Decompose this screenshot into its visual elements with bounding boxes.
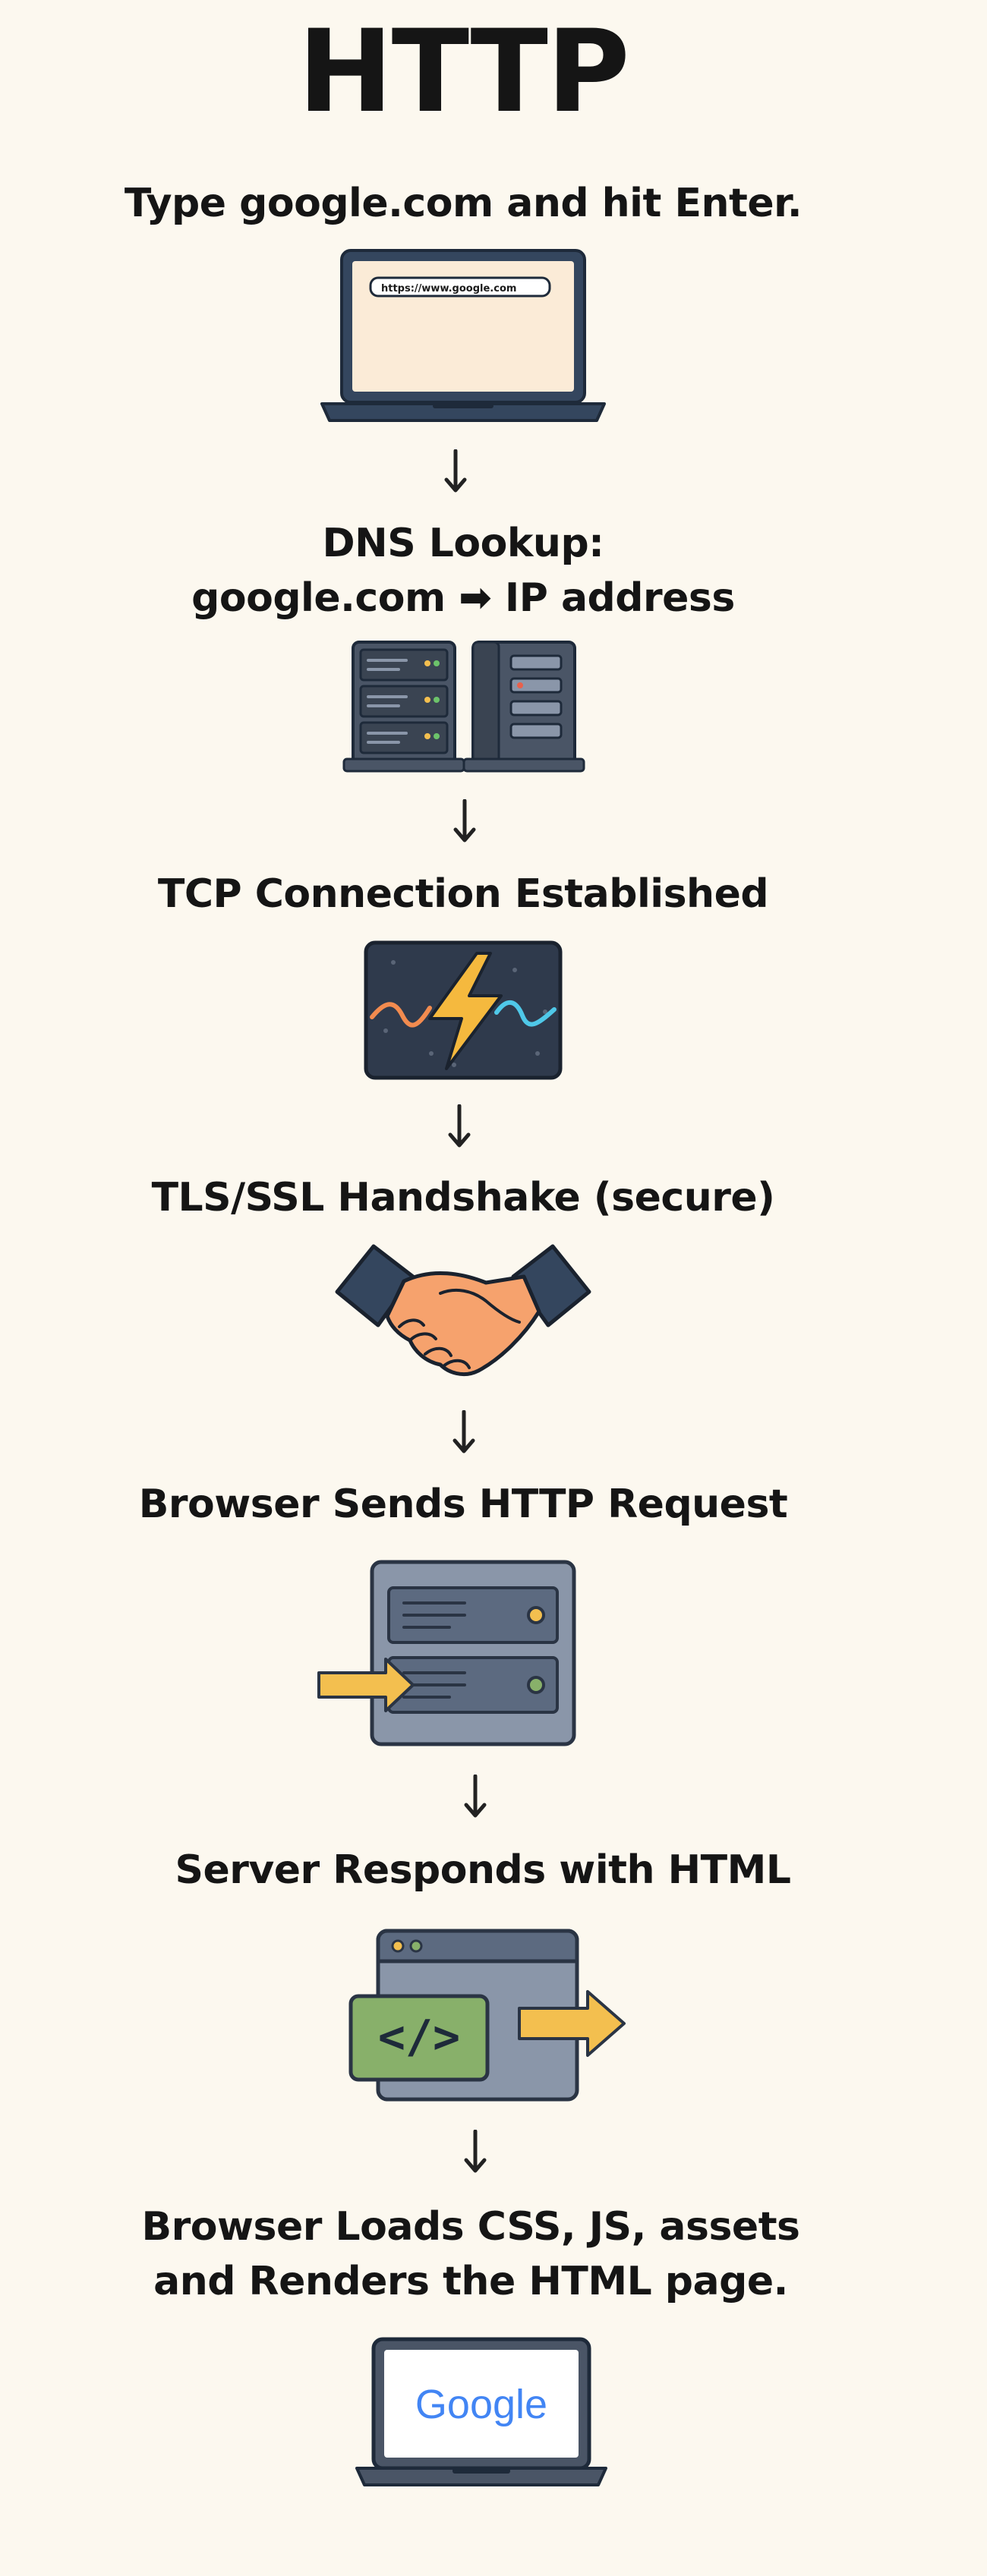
server-request-icon <box>317 1560 576 1746</box>
dns-server-icon <box>342 641 585 773</box>
page-title: HTTP <box>298 6 630 138</box>
google-logo-text: Google <box>415 2382 547 2427</box>
down-arrow-icon <box>464 1775 487 1818</box>
step-1-label: Type google.com and hit Enter. <box>124 181 803 226</box>
down-arrow-icon <box>464 2130 487 2173</box>
down-arrow-icon <box>453 799 476 842</box>
step-3-label: TCP Connection Established <box>157 871 769 917</box>
down-arrow-icon <box>453 1410 475 1453</box>
step-2-label-line2: google.com ➡ IP address <box>191 575 735 621</box>
html-response-icon: </> <box>348 1929 626 2102</box>
step-2-label-line1: DNS Lookup: <box>322 521 604 566</box>
step-4-label: TLS/SSL Handshake (secure) <box>151 1175 775 1220</box>
address-bar-text: https://www.google.com <box>381 283 516 294</box>
laptop-browser-icon: https://www.google.com <box>320 249 606 422</box>
laptop-google-icon: Google <box>355 2337 607 2486</box>
html-code-text: </> <box>378 2011 460 2064</box>
step-7-label-line1: Browser Loads CSS, JS, assets <box>141 2204 800 2250</box>
lightning-connection-icon <box>364 940 563 1080</box>
step-7-label-line2: and Renders the HTML page. <box>153 2259 788 2304</box>
down-arrow-icon <box>448 1104 471 1148</box>
handshake-icon <box>335 1244 591 1376</box>
down-arrow-icon <box>444 449 467 493</box>
step-6-label: Server Responds with HTML <box>175 1847 792 1893</box>
step-5-label: Browser Sends HTTP Request <box>138 1482 788 1527</box>
